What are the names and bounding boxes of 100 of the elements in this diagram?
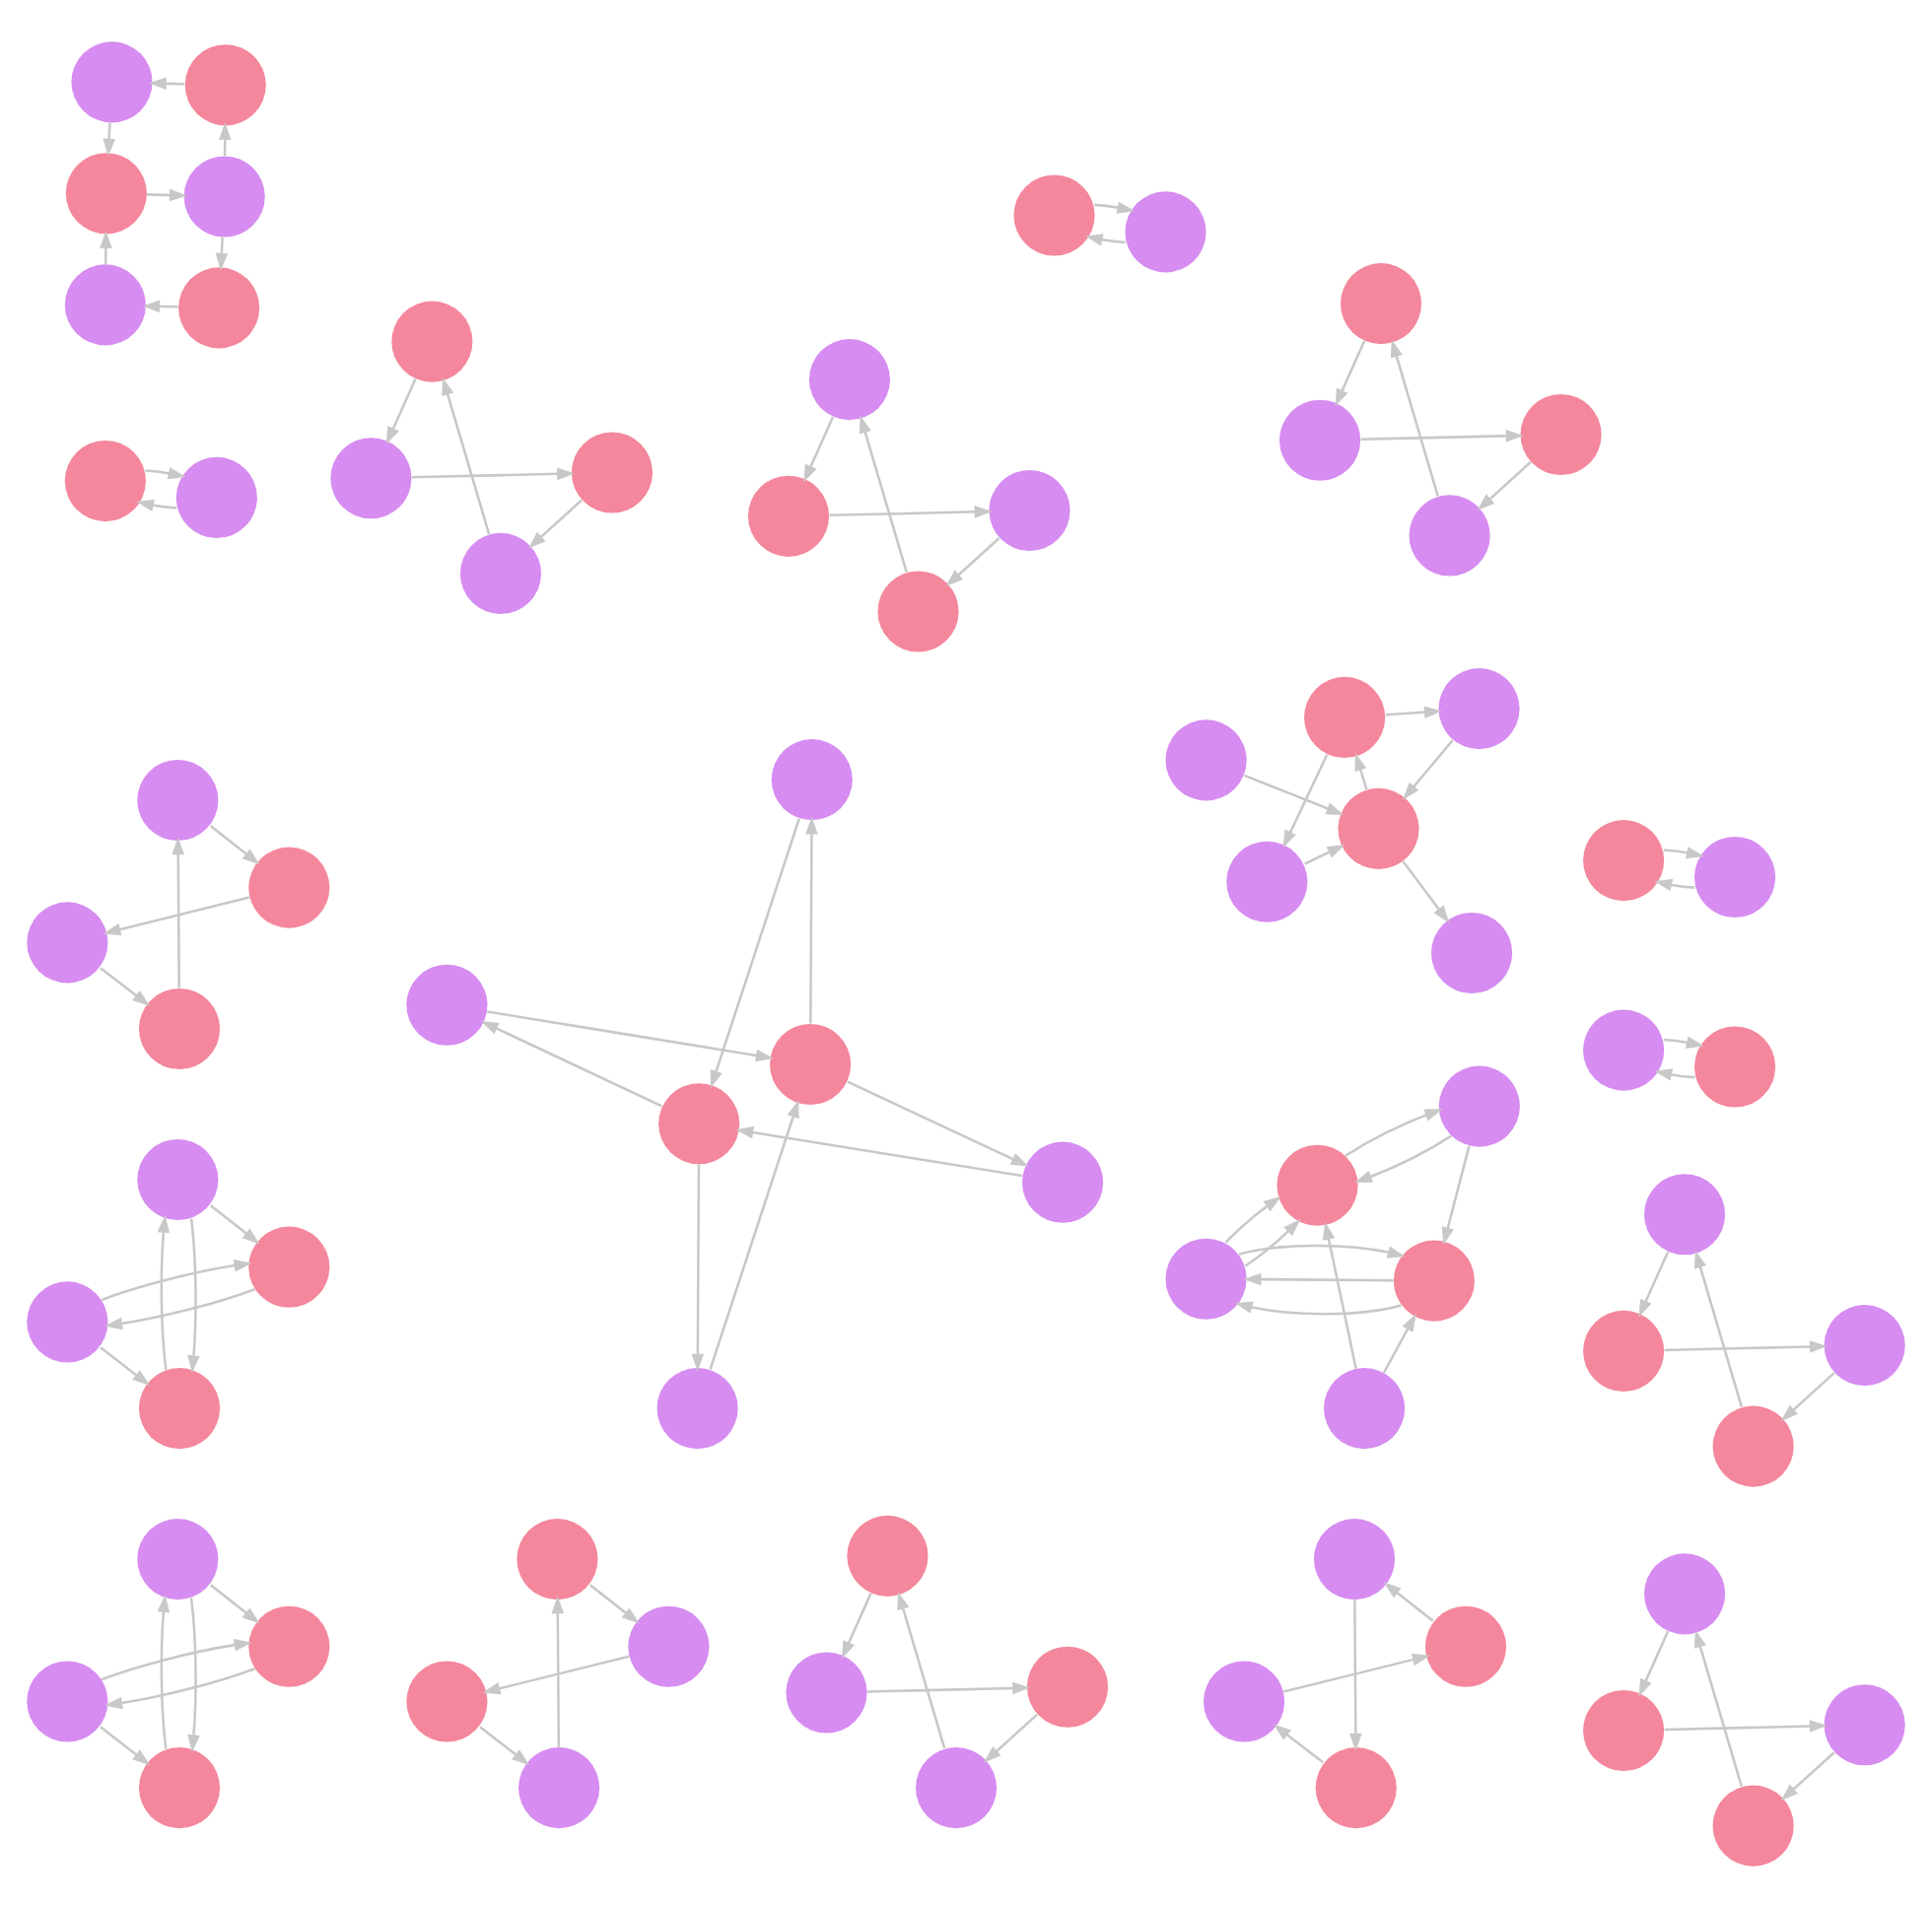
arrow xyxy=(1282,753,1329,848)
arrow xyxy=(1385,705,1442,717)
node-circle xyxy=(248,1225,330,1307)
node-circle xyxy=(1644,1552,1726,1634)
node-circle xyxy=(178,266,260,348)
node-circle xyxy=(747,474,830,556)
node-circle xyxy=(183,155,265,237)
arrow xyxy=(209,824,260,864)
arrow xyxy=(710,817,800,1088)
node-circle xyxy=(406,963,488,1045)
arrow xyxy=(1477,460,1532,511)
node-circle xyxy=(786,1651,867,1733)
arrow xyxy=(1349,1599,1362,1750)
arrow xyxy=(847,1079,1029,1166)
node-circle xyxy=(64,263,146,345)
node-circle xyxy=(1712,1404,1794,1486)
arrow xyxy=(1345,1108,1443,1156)
node-circle xyxy=(137,1137,219,1220)
arrow xyxy=(100,1345,151,1386)
arrow xyxy=(215,236,229,270)
arrow xyxy=(480,1019,662,1107)
arrow xyxy=(101,1258,252,1301)
node-circle xyxy=(1165,718,1247,800)
arrow xyxy=(100,229,112,263)
arrow xyxy=(100,966,151,1006)
node-circle xyxy=(330,437,412,518)
node-circle xyxy=(1583,1688,1665,1771)
arrow xyxy=(147,187,187,201)
node-circle xyxy=(517,1518,598,1600)
arrow xyxy=(148,76,185,90)
node-circle xyxy=(571,431,653,512)
node-circle xyxy=(808,338,890,420)
arrow xyxy=(1304,844,1346,864)
node-circle xyxy=(1583,1309,1665,1391)
arrow xyxy=(104,1667,255,1709)
arrow xyxy=(1663,1035,1704,1048)
node-circle xyxy=(459,531,541,613)
node-circle xyxy=(1324,1367,1406,1449)
arrow xyxy=(100,1725,151,1765)
node-circle xyxy=(1338,786,1419,868)
arrow xyxy=(1638,1629,1670,1696)
node-circle xyxy=(391,300,473,381)
arrow xyxy=(1402,738,1454,799)
arrow xyxy=(805,815,818,1023)
node-circle xyxy=(1276,1143,1358,1225)
arrow xyxy=(691,1163,705,1371)
arrow xyxy=(1084,233,1126,245)
node-circle xyxy=(1694,1025,1776,1107)
arrow xyxy=(1243,773,1345,814)
arrow xyxy=(1654,877,1695,891)
arrow xyxy=(1382,1312,1416,1373)
node-circle xyxy=(771,738,853,820)
arrow xyxy=(1354,751,1368,789)
node-circle xyxy=(71,40,153,122)
node-circle xyxy=(1824,1683,1905,1765)
node-circle xyxy=(989,468,1070,551)
arrow xyxy=(1243,1271,1394,1285)
arrow xyxy=(157,1593,171,1749)
node-circle xyxy=(1694,835,1776,918)
node-circle xyxy=(518,1746,600,1828)
node-circle xyxy=(175,455,257,537)
node-circle xyxy=(248,1604,330,1686)
arrow xyxy=(1664,1339,1828,1352)
node-circle xyxy=(137,758,219,841)
node-circle xyxy=(1824,1304,1905,1386)
arrow xyxy=(866,1680,1031,1694)
arrow xyxy=(103,121,115,156)
node-circle xyxy=(1340,262,1422,344)
node-circle xyxy=(248,846,330,927)
arrow xyxy=(1693,1628,1744,1787)
arrow xyxy=(1094,200,1136,213)
arrow xyxy=(1354,1133,1452,1183)
arrow xyxy=(1780,1371,1835,1421)
node-circle xyxy=(1315,1746,1397,1828)
node-circle xyxy=(1712,1784,1794,1866)
arrow xyxy=(1441,1144,1471,1245)
node-circle xyxy=(1125,190,1207,272)
node-circle xyxy=(847,1514,929,1596)
arrow xyxy=(1663,846,1704,858)
arrow xyxy=(829,505,993,517)
arrow xyxy=(209,1203,260,1244)
arrow xyxy=(735,1124,1023,1177)
node-circle xyxy=(1644,1173,1726,1255)
node-circle xyxy=(27,1660,108,1741)
arrow xyxy=(1360,429,1524,442)
arrow xyxy=(487,1009,774,1061)
arrow xyxy=(1322,1220,1357,1368)
node-circle xyxy=(628,1604,710,1686)
arrow xyxy=(859,414,908,572)
arrow xyxy=(1283,1652,1430,1692)
node-circle xyxy=(1438,1064,1520,1146)
node-circle xyxy=(1393,1239,1475,1321)
node-circle xyxy=(137,1518,219,1600)
node-circle xyxy=(1026,1645,1109,1727)
arrow xyxy=(1638,1250,1670,1317)
node-circle xyxy=(27,1280,108,1362)
node-circle xyxy=(1013,173,1095,255)
node-circle xyxy=(64,440,146,521)
arrow xyxy=(385,377,417,443)
node-circle xyxy=(1226,840,1308,921)
